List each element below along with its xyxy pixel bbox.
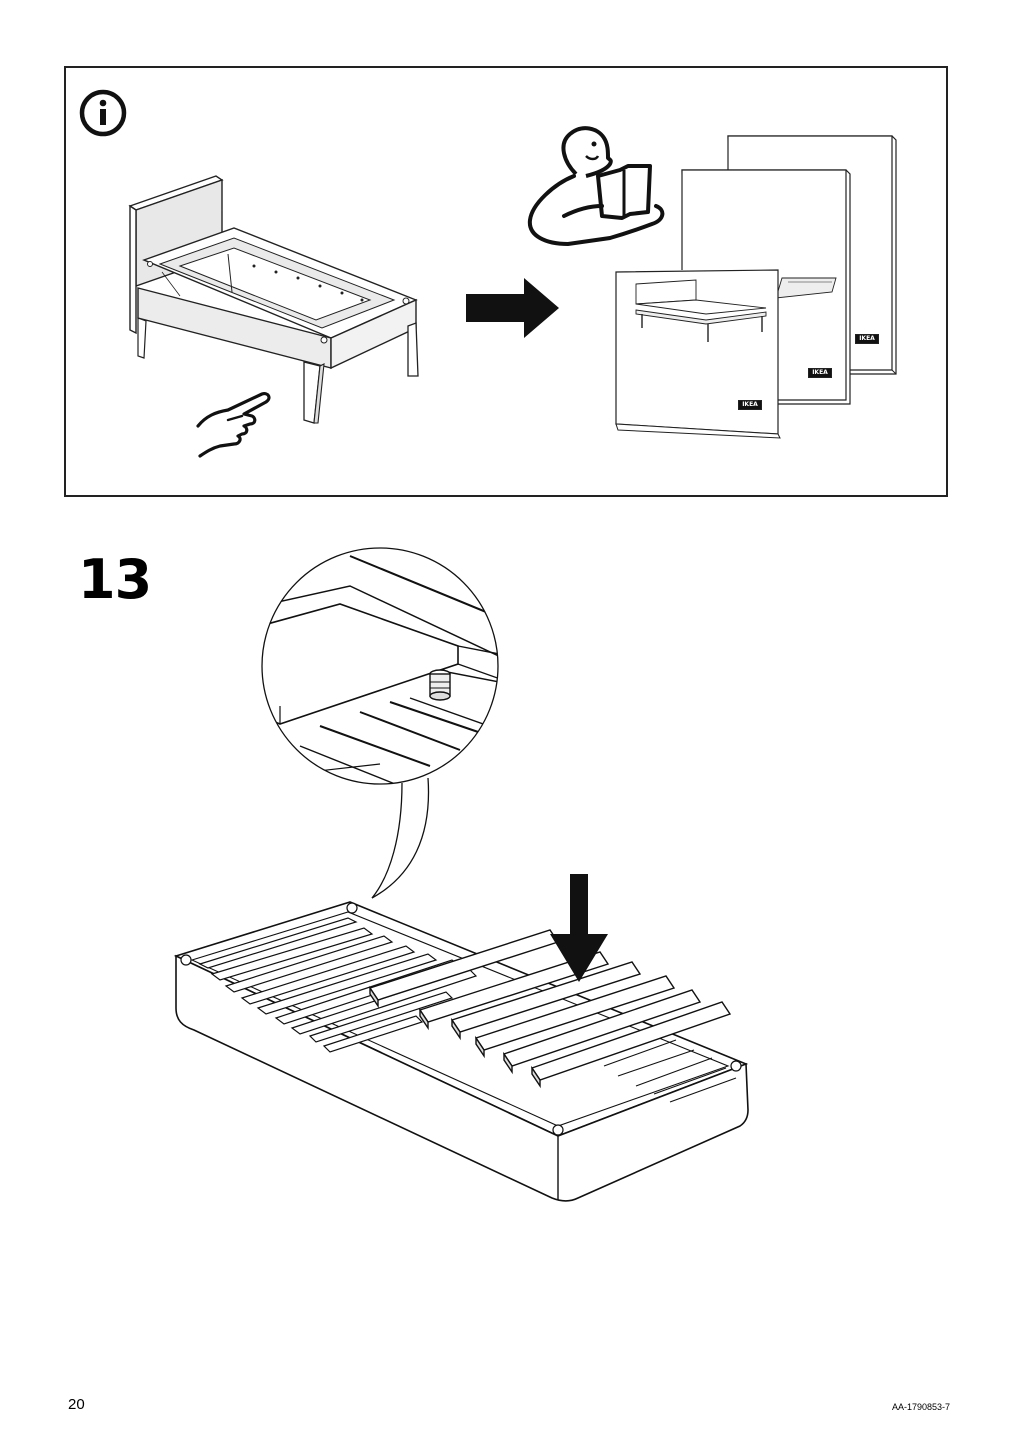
- person-reading-icon: [527, 126, 665, 247]
- arrow-right-icon: [466, 278, 559, 338]
- detail-magnifier: [261, 547, 499, 899]
- booklet-logo-back: IKEA: [855, 334, 879, 344]
- booklet-logo-front: IKEA: [738, 400, 762, 410]
- booklet-logo-middle: IKEA: [808, 368, 832, 378]
- info-icon: [79, 89, 127, 137]
- page-number: 20: [68, 1396, 85, 1413]
- bed-frame-illustration: [128, 175, 419, 424]
- instruction-booklets: [614, 135, 897, 439]
- bed-base-illustration: [173, 874, 749, 1202]
- info-panel: IKEA IKEA IKEA: [64, 66, 948, 497]
- step-number: 13: [78, 548, 152, 611]
- pointing-hand-icon: [196, 392, 271, 458]
- document-code: AA-1790853-7: [891, 1402, 950, 1412]
